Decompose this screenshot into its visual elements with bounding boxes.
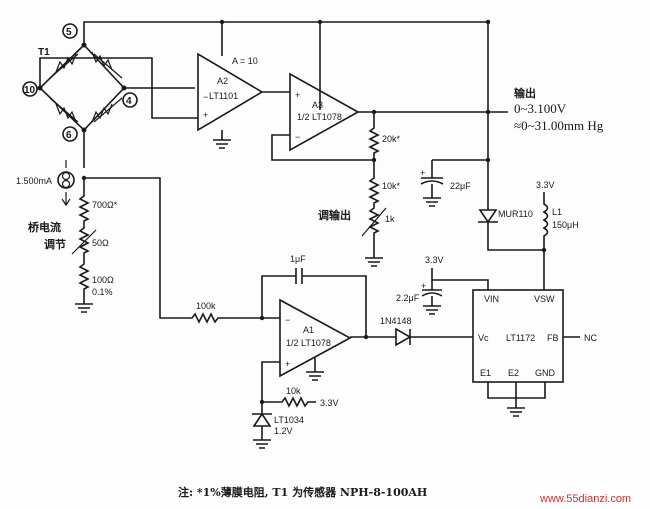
r20k-label: 20k* [382, 134, 401, 144]
r700-label: 700Ω* [92, 200, 118, 210]
watermark: www.55dianzi.com [539, 493, 631, 505]
mur110-label: MUR110 [498, 209, 533, 219]
v33-ref: 3.3V [320, 398, 339, 408]
a1-plus: + [285, 359, 290, 369]
a1-minus: − [285, 315, 290, 325]
current-label: 1.500mA [16, 176, 52, 186]
node-5-circle [62, 23, 78, 39]
pin-fb: FB [547, 333, 559, 343]
r1k-label: 1k [385, 214, 395, 224]
r100k-label: 100k [196, 301, 216, 311]
amp-a1: − + A1 1/2 LT1078 [279, 298, 352, 381]
bridge-adj-1: 桥电流 [28, 220, 61, 234]
a3-minus: − [295, 132, 300, 142]
a2-part: LT1101 [209, 91, 238, 101]
amp-a2: − + A2 LT1101 A = 10 [197, 52, 264, 149]
regulator-part: LT1172 [506, 333, 535, 343]
pin-e1: E1 [480, 368, 491, 378]
r10k-b-label: 10k [286, 386, 301, 396]
c1uf-label: 1μF [290, 254, 306, 264]
node-5-label: 5 [66, 27, 72, 38]
bridge-adj-2: 调节 [44, 237, 66, 251]
output-range-p: ≈0~31.00mm Hg [514, 118, 604, 133]
pin-vin: VIN [484, 294, 499, 304]
out-adj-label: 调输出 [318, 208, 351, 222]
l1-value: 150μH [552, 220, 579, 230]
footnote: 注: *1%薄膜电阻, T1 为传感器 NPH-8-100AH [178, 485, 427, 499]
node-4-circle [122, 92, 138, 108]
a1-part: 1/2 LT1078 [286, 338, 331, 348]
a2-name: A2 [217, 76, 228, 86]
output-title: 输出 [514, 86, 536, 100]
a2-minus: − [203, 92, 208, 102]
a2-gain: A = 10 [232, 56, 258, 66]
v33-vin: 3.3V [425, 255, 444, 265]
a2-plus: + [203, 110, 208, 120]
node-4-label: 4 [126, 96, 132, 107]
node-6-label: 6 [66, 130, 72, 141]
a3-part: 1/2 LT1078 [297, 112, 342, 122]
amp-a3: + − A3 1/2 LT1078 [289, 72, 360, 152]
bridge-label: T1 [38, 47, 50, 58]
c22b-plus: + [421, 281, 426, 291]
a3-plus: + [295, 90, 300, 100]
node-6-circle [62, 126, 78, 142]
pin-vsw: VSW [534, 294, 555, 304]
a1-name: A1 [303, 325, 314, 335]
ref-part: LT1034 [274, 415, 304, 425]
node-10-label: 10 [24, 85, 36, 96]
ref-voltage: 1.2V [274, 426, 293, 436]
output-range-v: 0~3.100V [514, 101, 567, 116]
r50-label: 50Ω [92, 238, 109, 248]
a3-name: A3 [312, 100, 323, 110]
v33-l1: 3.3V [536, 180, 555, 190]
c2-2uf-label: 2.2μF [396, 293, 420, 303]
c22-plus: + [420, 168, 425, 178]
pin-vc: Vc [478, 333, 489, 343]
l1-name: L1 [552, 207, 562, 217]
r100-label: 100Ω [92, 275, 114, 285]
d1-label: 1N4148 [380, 316, 412, 326]
pin-e2: E2 [508, 368, 519, 378]
regulator-lt1172: VIN VSW Vc LT1172 FB E1 E2 GND [472, 289, 564, 383]
r10k-label: 10k* [382, 181, 401, 191]
pin-gnd: GND [535, 368, 556, 378]
c22uf-label: 22μF [450, 181, 471, 191]
node-10-circle [22, 81, 38, 97]
nc-label: NC [584, 333, 597, 343]
r100-tol: 0.1% [92, 287, 113, 297]
